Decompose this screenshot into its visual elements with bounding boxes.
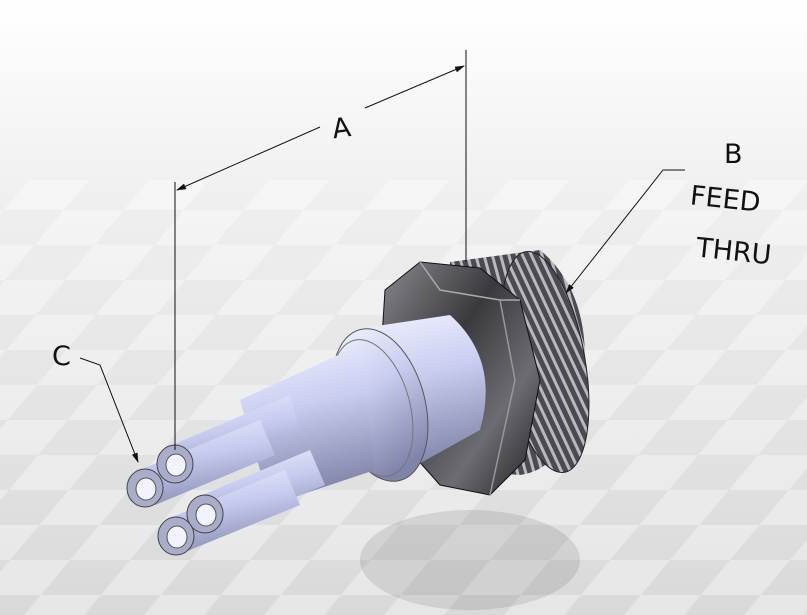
connector-body	[240, 315, 486, 505]
callout-b-line1: FEED	[689, 180, 762, 218]
tube-end	[186, 494, 224, 534]
callout-c-letter: C	[52, 341, 71, 372]
floor-reflection	[360, 510, 580, 610]
dimension-line	[364, 65, 465, 109]
leader-line	[79, 357, 139, 463]
leader-line	[565, 169, 685, 294]
callout-c: C	[52, 341, 139, 463]
tube-bundle	[126, 395, 325, 556]
dimension-a	[174, 50, 467, 450]
tube-end	[156, 444, 194, 484]
callout-b-letter: B	[724, 139, 743, 170]
tube-end	[126, 468, 164, 508]
dimension-a-label: A	[330, 112, 353, 145]
dimension-line	[176, 126, 321, 191]
tube-end	[157, 516, 195, 556]
